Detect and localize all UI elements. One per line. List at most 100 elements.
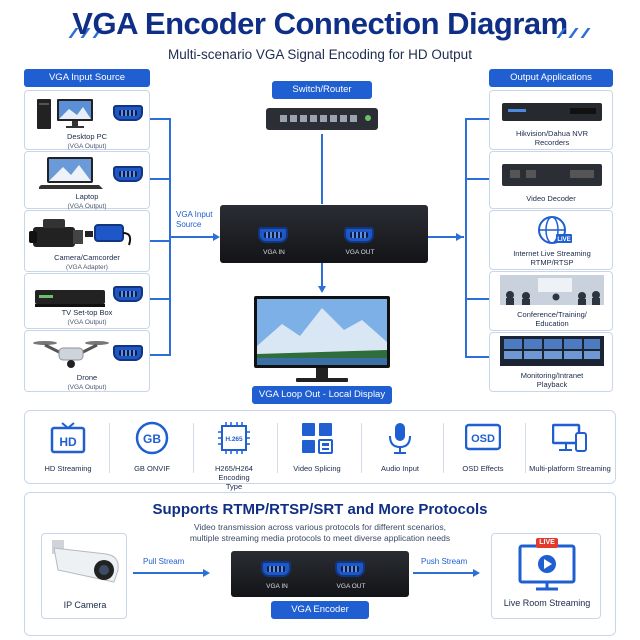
vga-out-port	[344, 227, 374, 243]
vga-port-icon	[113, 345, 143, 361]
output-label: Hikvision/Dahua NVR Recorders	[515, 129, 589, 147]
input-section-header: VGA Input Source	[24, 69, 150, 87]
header-stripes-right	[556, 28, 620, 40]
feature-label: Multi-platform Streaming	[529, 464, 611, 473]
output-card-nvr: Hikvision/Dahua NVR Recorders	[489, 90, 613, 150]
input-card-laptop: Laptop (VGA Output)	[24, 151, 150, 210]
live-globe-icon: LIVE	[538, 216, 572, 244]
laptop-icon	[39, 157, 103, 189]
ip-camera-card: IP Camera	[41, 533, 127, 619]
multi-screen-icon	[552, 423, 587, 452]
input-label: Camera/Camcorder	[54, 253, 120, 262]
protocol-description: Video transmission across various protoc…	[25, 522, 615, 544]
vga-encoder-device: VGA IN VGA OUT	[220, 205, 428, 263]
output-connector	[466, 356, 489, 358]
output-bus	[465, 118, 467, 358]
microphone-icon	[389, 423, 411, 454]
output-card-monitoring: Monitoring/Intranet Playback	[489, 332, 613, 392]
output-connector	[466, 118, 489, 120]
ip-camera-icon	[52, 540, 119, 583]
divider	[525, 423, 526, 473]
switch-label: Switch/Router	[272, 81, 372, 99]
output-label: Monitoring/Intranet Playback	[520, 371, 584, 389]
vga-in-label: VGA IN	[266, 583, 288, 590]
vga-out-label: VGA OUT	[336, 583, 366, 590]
nvr-icon	[502, 103, 602, 121]
arrow-right-icon	[203, 569, 210, 577]
protocol-section: Supports RTMP/RTSP/SRT and More Protocol…	[24, 492, 616, 636]
set-top-box-icon	[35, 290, 105, 307]
divider	[277, 423, 278, 473]
svg-text:GB: GB	[143, 432, 161, 446]
arrow-right-icon	[456, 233, 463, 241]
output-section-header: Output Applications	[489, 69, 613, 87]
camcorder-icon	[29, 219, 132, 247]
input-connector	[150, 354, 170, 356]
input-label: TV Set-top Box	[61, 308, 113, 317]
osd-icon: OSD	[465, 423, 501, 451]
feature-label: OSD Effects	[462, 464, 504, 473]
input-connector	[150, 240, 170, 242]
live-room-label: Live Room Streaming	[503, 598, 591, 608]
input-card-set-top-box: TV Set-top Box (VGA Output)	[24, 273, 150, 329]
pull-stream-label: Pull Stream	[143, 557, 185, 566]
feature-osd-effects: OSD OSD Effects	[446, 411, 520, 485]
input-label: Laptop	[75, 192, 99, 201]
output-label: Video Decoder	[526, 194, 576, 203]
input-card-camcorder: Camera/Camcorder (VGA Adapter)	[24, 210, 150, 272]
feature-bar: HD HD Streaming GB GB ONVIF H.265 H265/H…	[24, 410, 616, 491]
pull-stream-line	[133, 572, 205, 574]
input-connector	[150, 298, 170, 300]
output-label: Conference/Training/ Education	[517, 310, 587, 328]
push-stream-line	[413, 572, 475, 574]
feature-audio-input: Audio Input	[363, 411, 437, 485]
input-card-drone: Drone(VGA Output)	[24, 330, 150, 392]
vga-port-icon	[113, 105, 143, 121]
live-badge: LIVE	[539, 539, 555, 546]
vga-encoder-label: VGA Encoder	[271, 601, 369, 619]
feature-gb-onvif: GB GB ONVIF	[115, 411, 189, 485]
output-label: Internet Live Streaming RTMP/RTSP	[513, 249, 591, 267]
ip-camera-label: IP Camera	[63, 600, 107, 610]
input-card-desktop-pc: Desktop PC(VGA Output)	[24, 90, 150, 150]
encoder-to-outputs	[428, 236, 464, 238]
svg-text:HD: HD	[59, 435, 77, 449]
input-sub-label: (VGA Output)	[67, 203, 107, 210]
encoder-to-monitor	[321, 263, 323, 287]
divider	[109, 423, 110, 473]
protocol-desc-line2: multiple streaming media protocols to me…	[189, 533, 451, 543]
vga-in-label: VGA IN	[263, 249, 285, 256]
local-display-monitor	[254, 296, 390, 382]
feature-label: Audio Input	[381, 464, 419, 473]
page-subtitle: Multi-scenario VGA Signal Encoding for H…	[168, 47, 472, 62]
output-connector	[466, 178, 489, 180]
gb-icon: GB	[135, 421, 169, 455]
output-connector	[466, 298, 489, 300]
switch-router-icon	[266, 108, 378, 130]
monitoring-icon	[500, 336, 604, 366]
loop-out-label: VGA Loop Out - Local Display	[252, 386, 392, 404]
vga-in-port	[261, 561, 291, 577]
svg-text:LIVE: LIVE	[557, 237, 570, 243]
vga-in-port	[258, 227, 288, 243]
divider	[193, 423, 194, 473]
feature-label: Video Splicing	[293, 464, 341, 473]
output-card-live-streaming: LIVE Internet Live Streaming RTMP/RTSP	[489, 210, 613, 270]
svg-text:H.265: H.265	[225, 436, 243, 443]
live-room-card: LIVE Live Room Streaming	[491, 533, 601, 619]
feature-multi-platform: Multi-platform Streaming	[529, 411, 611, 485]
input-to-encoder	[170, 236, 214, 238]
conference-icon	[500, 275, 604, 305]
feature-label: GB ONVIF	[134, 464, 170, 473]
desktop-pc-icon	[37, 99, 93, 129]
vga-out-label: VGA OUT	[345, 249, 375, 256]
input-sub-label: (VGA Output)	[67, 319, 107, 326]
input-sub-label: (VGA Adapter)	[66, 264, 108, 271]
input-sub-label: (VGA Output)	[67, 143, 107, 150]
page-title: VGA Encoder Connection Diagram	[72, 6, 568, 41]
arrow-right-icon	[473, 569, 480, 577]
switch-to-encoder	[321, 134, 323, 204]
drone-icon	[33, 341, 109, 368]
divider	[361, 423, 362, 473]
hd-tv-icon: HD	[50, 422, 86, 454]
